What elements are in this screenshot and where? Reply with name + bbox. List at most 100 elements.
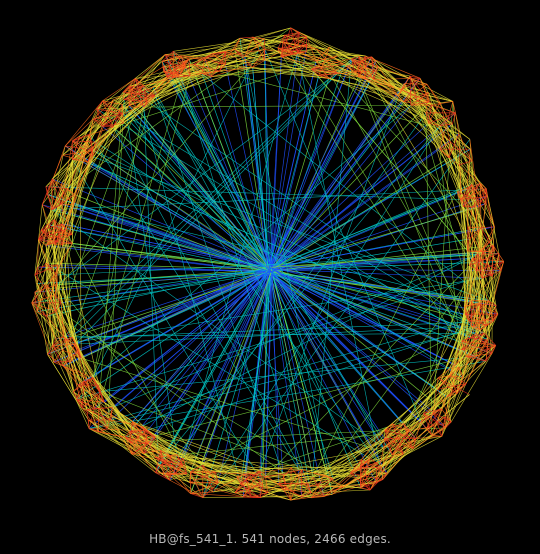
cluster-edge bbox=[463, 184, 473, 207]
cluster-edge bbox=[428, 102, 441, 124]
rim-edge bbox=[278, 431, 410, 484]
cluster-edge bbox=[36, 311, 47, 317]
rim-edge bbox=[89, 119, 94, 135]
rim-edge bbox=[183, 464, 291, 501]
rim-edge bbox=[52, 108, 98, 210]
cluster-edge bbox=[479, 325, 488, 330]
cluster-edge bbox=[437, 383, 467, 390]
cluster-edge bbox=[446, 383, 467, 397]
cluster-edge bbox=[259, 484, 264, 498]
cluster-edge bbox=[403, 78, 421, 103]
cluster-edge bbox=[252, 49, 266, 68]
cluster-edge bbox=[112, 104, 123, 128]
rim-edge bbox=[96, 54, 166, 110]
cluster-edge bbox=[172, 55, 181, 78]
rim-edge bbox=[439, 101, 454, 150]
rim-edge bbox=[54, 284, 58, 296]
radial-edge bbox=[271, 66, 379, 269]
radial-edge bbox=[272, 269, 442, 410]
rim-edge bbox=[56, 156, 93, 276]
rim-edge bbox=[354, 71, 404, 103]
chord-edge bbox=[354, 71, 468, 358]
rim-edge bbox=[449, 341, 463, 376]
cluster-edge bbox=[284, 35, 293, 55]
cluster-edge bbox=[486, 320, 494, 326]
cluster-edge bbox=[301, 469, 312, 493]
cluster-edge bbox=[384, 438, 404, 455]
rim-edge bbox=[437, 339, 488, 379]
cluster-edge bbox=[240, 473, 246, 485]
cluster-edge bbox=[234, 38, 241, 50]
rim-edge bbox=[62, 61, 163, 156]
rim-edge bbox=[382, 428, 428, 480]
cluster-edge bbox=[282, 473, 292, 501]
cluster-edge bbox=[467, 250, 482, 253]
cluster-edge bbox=[485, 339, 489, 362]
cluster-edge bbox=[164, 54, 174, 78]
chord-edge bbox=[47, 194, 204, 498]
rim-edge bbox=[350, 383, 467, 474]
cluster-edge bbox=[392, 453, 404, 455]
chord-edge bbox=[52, 278, 483, 347]
cluster-edge bbox=[282, 32, 300, 42]
cluster-edge bbox=[468, 319, 480, 330]
cluster-edge bbox=[251, 473, 266, 478]
cluster-edge bbox=[498, 253, 501, 271]
cluster-edge bbox=[359, 459, 362, 468]
radial-edge bbox=[267, 270, 459, 368]
cluster-edge bbox=[478, 188, 487, 208]
cluster-edge bbox=[373, 66, 379, 80]
cluster-edge bbox=[384, 423, 393, 439]
rim-edge bbox=[180, 55, 205, 59]
cluster-edge bbox=[475, 332, 493, 354]
cluster-edge bbox=[214, 471, 219, 483]
cluster-edge bbox=[72, 140, 96, 143]
cluster-edge bbox=[125, 436, 133, 455]
cluster-edge bbox=[301, 492, 312, 498]
cluster-edge bbox=[52, 203, 62, 210]
cluster-edge bbox=[55, 302, 62, 312]
rim-edge bbox=[153, 70, 220, 88]
rim-edge bbox=[82, 407, 108, 429]
cluster-edge bbox=[465, 313, 494, 322]
cluster-edge bbox=[155, 472, 176, 474]
chord-edge bbox=[98, 104, 123, 409]
rim-edge bbox=[331, 467, 361, 495]
chord-edge bbox=[87, 162, 488, 340]
cluster-edge bbox=[96, 108, 123, 114]
cluster-edge bbox=[360, 459, 362, 488]
cluster-edge bbox=[71, 349, 80, 362]
cluster-edge bbox=[178, 58, 190, 76]
chord-edge bbox=[110, 319, 469, 421]
rim-edge bbox=[65, 204, 74, 230]
cluster-edge bbox=[446, 393, 458, 398]
chord-edge bbox=[265, 265, 470, 477]
rim-edge bbox=[318, 66, 348, 76]
rim-edge bbox=[310, 492, 324, 497]
rim-edge bbox=[299, 32, 352, 60]
rim-edge bbox=[88, 408, 95, 429]
cluster-edge bbox=[102, 100, 124, 124]
cluster-edge bbox=[54, 223, 63, 245]
cluster-edge bbox=[460, 199, 473, 209]
rim-edge bbox=[480, 188, 487, 252]
cluster-edge bbox=[318, 72, 338, 77]
cluster-edge bbox=[444, 416, 447, 428]
chord-edge bbox=[100, 391, 302, 470]
radial-edge bbox=[37, 266, 268, 272]
rim-edge bbox=[158, 464, 191, 494]
rim-edge bbox=[31, 204, 74, 303]
radial-edge bbox=[270, 272, 447, 397]
cluster-edge bbox=[52, 338, 57, 346]
cluster-edge bbox=[457, 191, 462, 200]
rim-edge bbox=[74, 105, 130, 195]
cluster-edge bbox=[122, 78, 136, 93]
rim-edge bbox=[373, 77, 421, 80]
cluster-edge bbox=[128, 86, 144, 108]
cluster-edge bbox=[72, 140, 93, 157]
rim-edge bbox=[441, 313, 499, 437]
cluster-edge bbox=[252, 36, 265, 40]
radial-edge bbox=[190, 267, 270, 472]
cluster-edge bbox=[421, 408, 442, 423]
